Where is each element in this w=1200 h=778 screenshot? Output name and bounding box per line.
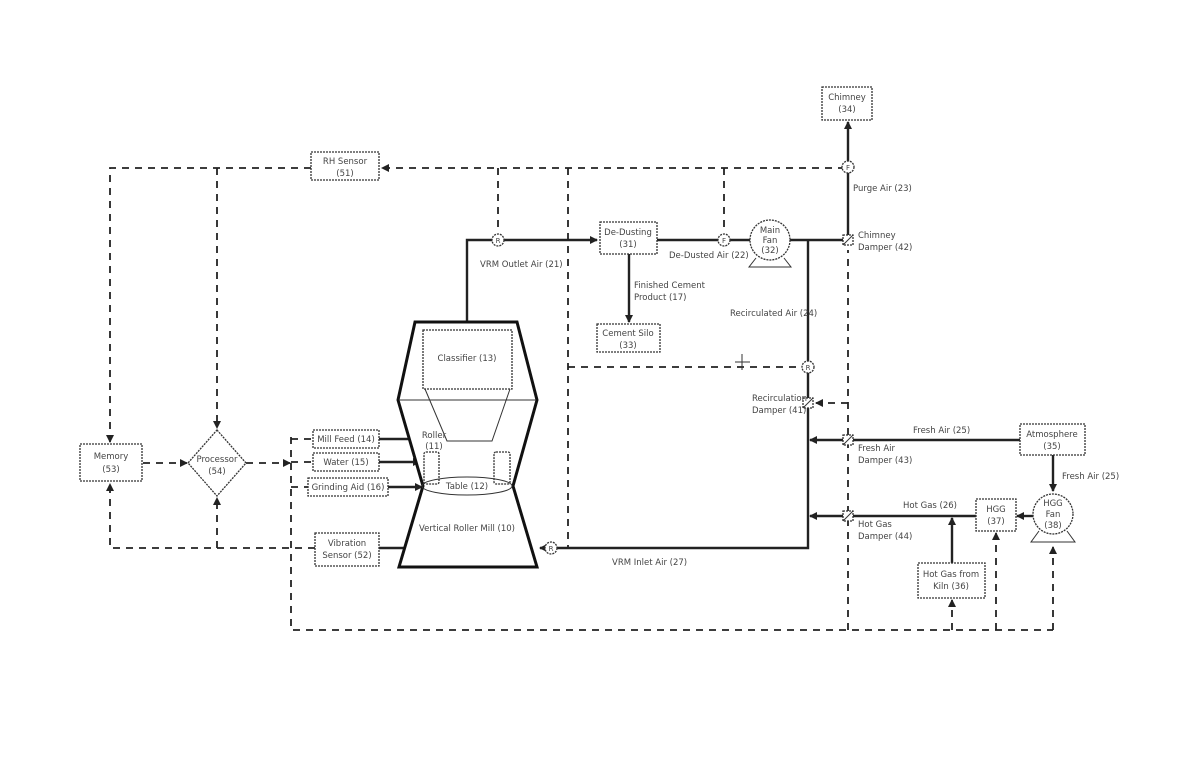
vibration-sensor-number: Sensor (52) xyxy=(322,551,371,561)
de-dusting-number: (31) xyxy=(619,240,636,250)
hgg-label: HGG xyxy=(986,505,1006,515)
vrm-outlet-air-label: VRM Outlet Air (21) xyxy=(480,260,563,270)
main-fan-number: (32) xyxy=(761,246,778,256)
hot-gas-kiln-number: Kiln (36) xyxy=(933,582,969,592)
hot-gas-damper-label: Hot Gas xyxy=(858,520,892,530)
sensor-markers: R F F R R xyxy=(491,160,855,555)
vibration-sensor-label: Vibration xyxy=(328,539,366,549)
main-fan-label: Main xyxy=(760,226,780,236)
water-box[interactable]: Water (15) xyxy=(312,452,380,472)
process-flow-lines xyxy=(379,121,1057,563)
fresh-air-damper-label: Fresh Air xyxy=(858,444,896,454)
sensor-marker-purge[interactable]: F xyxy=(841,160,855,174)
rh-sensor-label: RH Sensor xyxy=(323,157,368,167)
dampers: Chimney Damper (42) Recirculation Damper… xyxy=(752,231,912,542)
roller-number: (11) xyxy=(425,442,442,452)
hgg-box[interactable]: HGG (37) xyxy=(975,498,1017,532)
hot-gas-kiln-box[interactable]: Hot Gas from Kiln (36) xyxy=(917,562,986,599)
mill-feed-label: Mill Feed (14) xyxy=(317,435,375,445)
hot-gas-label: Hot Gas (26) xyxy=(903,501,957,511)
vrm-inlet-air-label: VRM Inlet Air (27) xyxy=(612,558,687,568)
chimney-label: Chimney xyxy=(828,93,866,103)
grinding-aid-label: Grinding Aid (16) xyxy=(312,483,385,493)
main-fan[interactable]: Main Fan (32) xyxy=(747,219,793,268)
rh-sensor-box[interactable]: RH Sensor (51) xyxy=(310,151,380,181)
control-signal-lines xyxy=(106,164,1057,631)
processor-diamond[interactable]: Processor (54) xyxy=(187,429,247,497)
recirculation-damper-label: Recirculation xyxy=(752,394,807,404)
fresh-air-label-2: Fresh Air (25) xyxy=(1062,472,1119,482)
rh-sensor-number: (51) xyxy=(336,169,353,179)
processor-label: Processor xyxy=(197,455,238,465)
table xyxy=(421,476,513,496)
vertical-roller-mill: Classifier (13) Roller (11) Table (12) V… xyxy=(396,320,540,569)
memory-box[interactable]: Memory (53) xyxy=(79,443,143,482)
de-dusting-label: De-Dusting xyxy=(604,228,652,238)
grinding-aid-box[interactable]: Grinding Aid (16) xyxy=(307,477,389,497)
hgg-fan-label: HGG xyxy=(1043,499,1063,509)
water-label: Water (15) xyxy=(323,458,368,468)
fresh-air-damper-number: Damper (43) xyxy=(858,456,912,466)
recirculation-damper-number: Damper (41) xyxy=(752,406,806,416)
table-label: Table (12) xyxy=(445,482,488,492)
finished-cement-number: Product (17) xyxy=(634,293,686,303)
de-dusted-air-label: De-Dusted Air (22) xyxy=(669,251,749,261)
classifier-label: Classifier (13) xyxy=(438,354,497,364)
flow-labels: VRM Outlet Air (21) De-Dusted Air (22) P… xyxy=(480,184,1119,568)
hot-gas-damper[interactable] xyxy=(842,510,854,522)
marker-letter: F xyxy=(722,237,726,245)
hgg-fan-number: (38) xyxy=(1044,521,1061,531)
atmosphere-label: Atmosphere xyxy=(1026,430,1077,440)
memory-label: Memory xyxy=(94,452,129,462)
chimney-box[interactable]: Chimney (34) xyxy=(821,86,873,121)
fresh-air-label: Fresh Air (25) xyxy=(913,426,970,436)
recirculated-air-label: Recirculated Air (24) xyxy=(730,309,817,319)
marker-letter: R xyxy=(806,364,811,372)
roller-left xyxy=(423,451,440,485)
hgg-fan-label-2: Fan xyxy=(1046,510,1061,520)
cement-silo-box[interactable]: Cement Silo (33) xyxy=(596,323,661,353)
cement-silo-number: (33) xyxy=(619,341,636,351)
de-dusting-box[interactable]: De-Dusting (31) xyxy=(599,221,658,255)
hot-gas-kiln-label: Hot Gas from xyxy=(923,570,979,580)
finished-cement-label: Finished Cement xyxy=(634,281,706,291)
vrm-label: Vertical Roller Mill (10) xyxy=(419,524,515,534)
processor-number: (54) xyxy=(208,467,225,477)
vibration-sensor-box[interactable]: Vibration Sensor (52) xyxy=(314,532,380,567)
hot-gas-damper-number: Damper (44) xyxy=(858,532,912,542)
mill-feed-box[interactable]: Mill Feed (14) xyxy=(312,429,380,449)
roller-right xyxy=(493,451,511,485)
atmosphere-box[interactable]: Atmosphere (35) xyxy=(1019,423,1086,456)
sensor-marker-inlet[interactable]: R xyxy=(544,541,558,555)
hgg-fan[interactable]: HGG Fan (38) xyxy=(1030,493,1076,543)
memory-number: (53) xyxy=(102,465,119,475)
chimney-damper-label: Chimney xyxy=(858,231,896,241)
sensor-marker-recirc[interactable]: R xyxy=(801,360,815,374)
chimney-number: (34) xyxy=(838,105,855,115)
main-fan-label-2: Fan xyxy=(763,236,778,246)
roller-label: Roller xyxy=(422,431,447,441)
atmosphere-number: (35) xyxy=(1043,442,1060,452)
marker-letter: R xyxy=(549,545,554,553)
chimney-damper-number: Damper (42) xyxy=(858,243,912,253)
sensor-marker-vrm-outlet[interactable]: R xyxy=(491,233,505,247)
marker-letter: F xyxy=(846,164,850,172)
chimney-damper[interactable] xyxy=(842,234,854,246)
marker-letter: R xyxy=(496,237,501,245)
fresh-air-damper[interactable] xyxy=(842,434,854,446)
sensor-marker-de-dusted[interactable]: F xyxy=(717,233,731,247)
classifier xyxy=(422,329,513,390)
hgg-number: (37) xyxy=(987,517,1004,527)
purge-air-label: Purge Air (23) xyxy=(853,184,912,194)
recirculation-damper[interactable] xyxy=(802,397,814,409)
cement-silo-label: Cement Silo xyxy=(602,329,653,339)
